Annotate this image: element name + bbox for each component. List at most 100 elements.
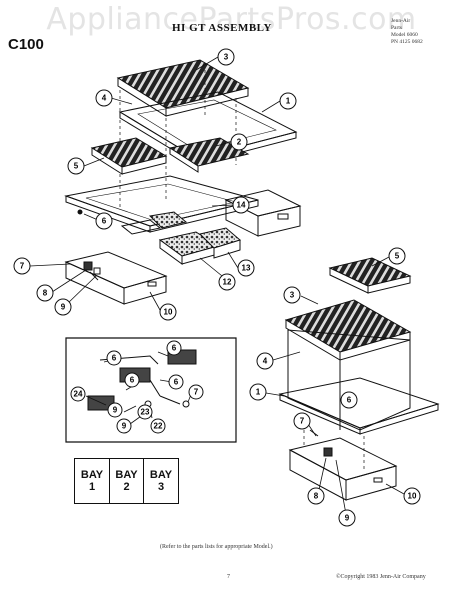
callout-label: 7 <box>20 262 25 271</box>
callout-label: 9 <box>61 303 66 312</box>
drawing-stroke <box>227 251 239 269</box>
callout-label: 6 <box>102 217 107 226</box>
drawing-stroke <box>70 386 86 402</box>
grate-5 <box>90 137 168 175</box>
callout-label: 8 <box>43 289 48 298</box>
callout-label: 7 <box>300 417 305 426</box>
drawing-stroke <box>157 351 169 357</box>
drawing-stroke <box>195 56 219 71</box>
callout-label: 4 <box>102 94 107 103</box>
drawing-stroke <box>340 391 358 409</box>
drawing-stroke <box>150 418 166 434</box>
drawing-stroke <box>110 97 133 105</box>
drawing-stroke: 6 6 6 6 7 9 24 9 22 23 <box>74 344 199 431</box>
drawing-stroke <box>165 87 249 117</box>
drawing-stroke <box>403 487 421 505</box>
drawing-stroke <box>64 251 168 289</box>
drawing-stroke <box>93 267 101 275</box>
drawing-stroke <box>303 418 365 470</box>
drawing-stroke <box>89 271 99 281</box>
drawing-stroke <box>323 447 333 457</box>
drawing-stroke <box>159 395 181 405</box>
callout-label: 10 <box>408 492 417 501</box>
drawing-stroke <box>107 402 123 418</box>
drawing-stroke <box>373 477 383 483</box>
callout-label: 24 <box>74 390 83 399</box>
callout-label: 2 <box>237 138 242 147</box>
callout-label: 9 <box>345 514 350 523</box>
drawing-stroke <box>149 291 161 311</box>
drawing-stroke <box>148 211 188 229</box>
right-assembly <box>265 256 440 515</box>
drawing-stroke <box>249 383 267 401</box>
callout-label: 3 <box>290 291 295 300</box>
drawing-stroke <box>367 275 411 294</box>
callout-label: 1 <box>286 97 291 106</box>
drawing-stroke <box>257 205 301 237</box>
callout-circle <box>232 196 250 214</box>
callout-label: 6 <box>112 354 117 363</box>
watermark: AppliancePartsPros.com <box>46 2 417 37</box>
callout-label: 9 <box>122 422 127 431</box>
callout-circle <box>218 273 236 291</box>
callout-circle <box>237 259 255 277</box>
drawing-stroke <box>213 239 241 259</box>
main-assembly <box>29 56 302 311</box>
drawing-stroke <box>121 155 167 175</box>
drawing-stroke <box>317 457 327 495</box>
drawing-stroke <box>137 404 153 420</box>
callout-circle <box>95 89 113 107</box>
drawing-stroke <box>83 261 93 271</box>
drawing-stroke <box>215 141 232 147</box>
drawing-stroke <box>388 247 406 265</box>
bay-label: BAY <box>80 469 104 481</box>
drawing-stroke <box>283 286 301 304</box>
bay-number: 2 <box>123 481 130 493</box>
callout-label: 13 <box>242 264 251 273</box>
drawing-stroke <box>106 350 122 366</box>
drawing-stroke <box>120 219 162 235</box>
right-drip-box-10 <box>288 437 398 501</box>
drawing-stroke <box>182 400 190 408</box>
callout-circle <box>67 157 85 175</box>
callout-circle <box>54 298 72 316</box>
drawing-stroke <box>137 99 277 151</box>
drawing-stroke <box>277 213 289 220</box>
right-grate-3 <box>284 299 412 361</box>
page-number: 7 <box>227 574 230 580</box>
drawing-stroke <box>345 465 397 501</box>
bay-2: BAY 2 <box>108 458 145 504</box>
callout-label: 22 <box>154 422 163 431</box>
footnote: (Refer to the parts lists for appropriat… <box>160 544 273 550</box>
drawing-stroke <box>261 100 281 113</box>
bay-1: BAY 1 <box>74 458 110 504</box>
drawing-stroke <box>85 395 107 406</box>
bay-3: BAY 3 <box>143 458 179 504</box>
drawing-stroke <box>371 256 390 267</box>
drawing-stroke <box>287 329 411 431</box>
right-grate-5 <box>328 257 412 294</box>
callout-label: 5 <box>74 162 79 171</box>
side-box <box>224 189 302 237</box>
doc-info-line: Jenn-Air <box>391 18 411 24</box>
drawing-stroke <box>359 403 439 435</box>
drawing-stroke <box>211 204 234 207</box>
drawing-stroke: 5 3 4 1 6 7 8 9 10 <box>256 252 417 523</box>
callout-label: 4 <box>263 357 268 366</box>
element-2 <box>168 137 250 173</box>
bay-number: 1 <box>88 481 96 493</box>
callout-circle <box>36 284 54 302</box>
callout-label: 9 <box>113 406 118 415</box>
drawing-stroke: 3 4 1 2 5 6 7 8 9 10 12 13 14 <box>20 53 291 317</box>
drawing-stroke <box>166 340 182 356</box>
callouts-right <box>249 247 421 527</box>
bay-number: 3 <box>157 481 165 493</box>
callout-label: 6 <box>172 344 177 353</box>
drawing-stroke <box>385 483 405 495</box>
callout-label: 10 <box>164 308 173 317</box>
rock-pan-13 <box>199 227 242 259</box>
model-number: C100 <box>8 36 44 53</box>
drawing-stroke <box>272 351 301 361</box>
drawing-stroke <box>147 281 157 287</box>
drawing-stroke <box>300 295 319 305</box>
